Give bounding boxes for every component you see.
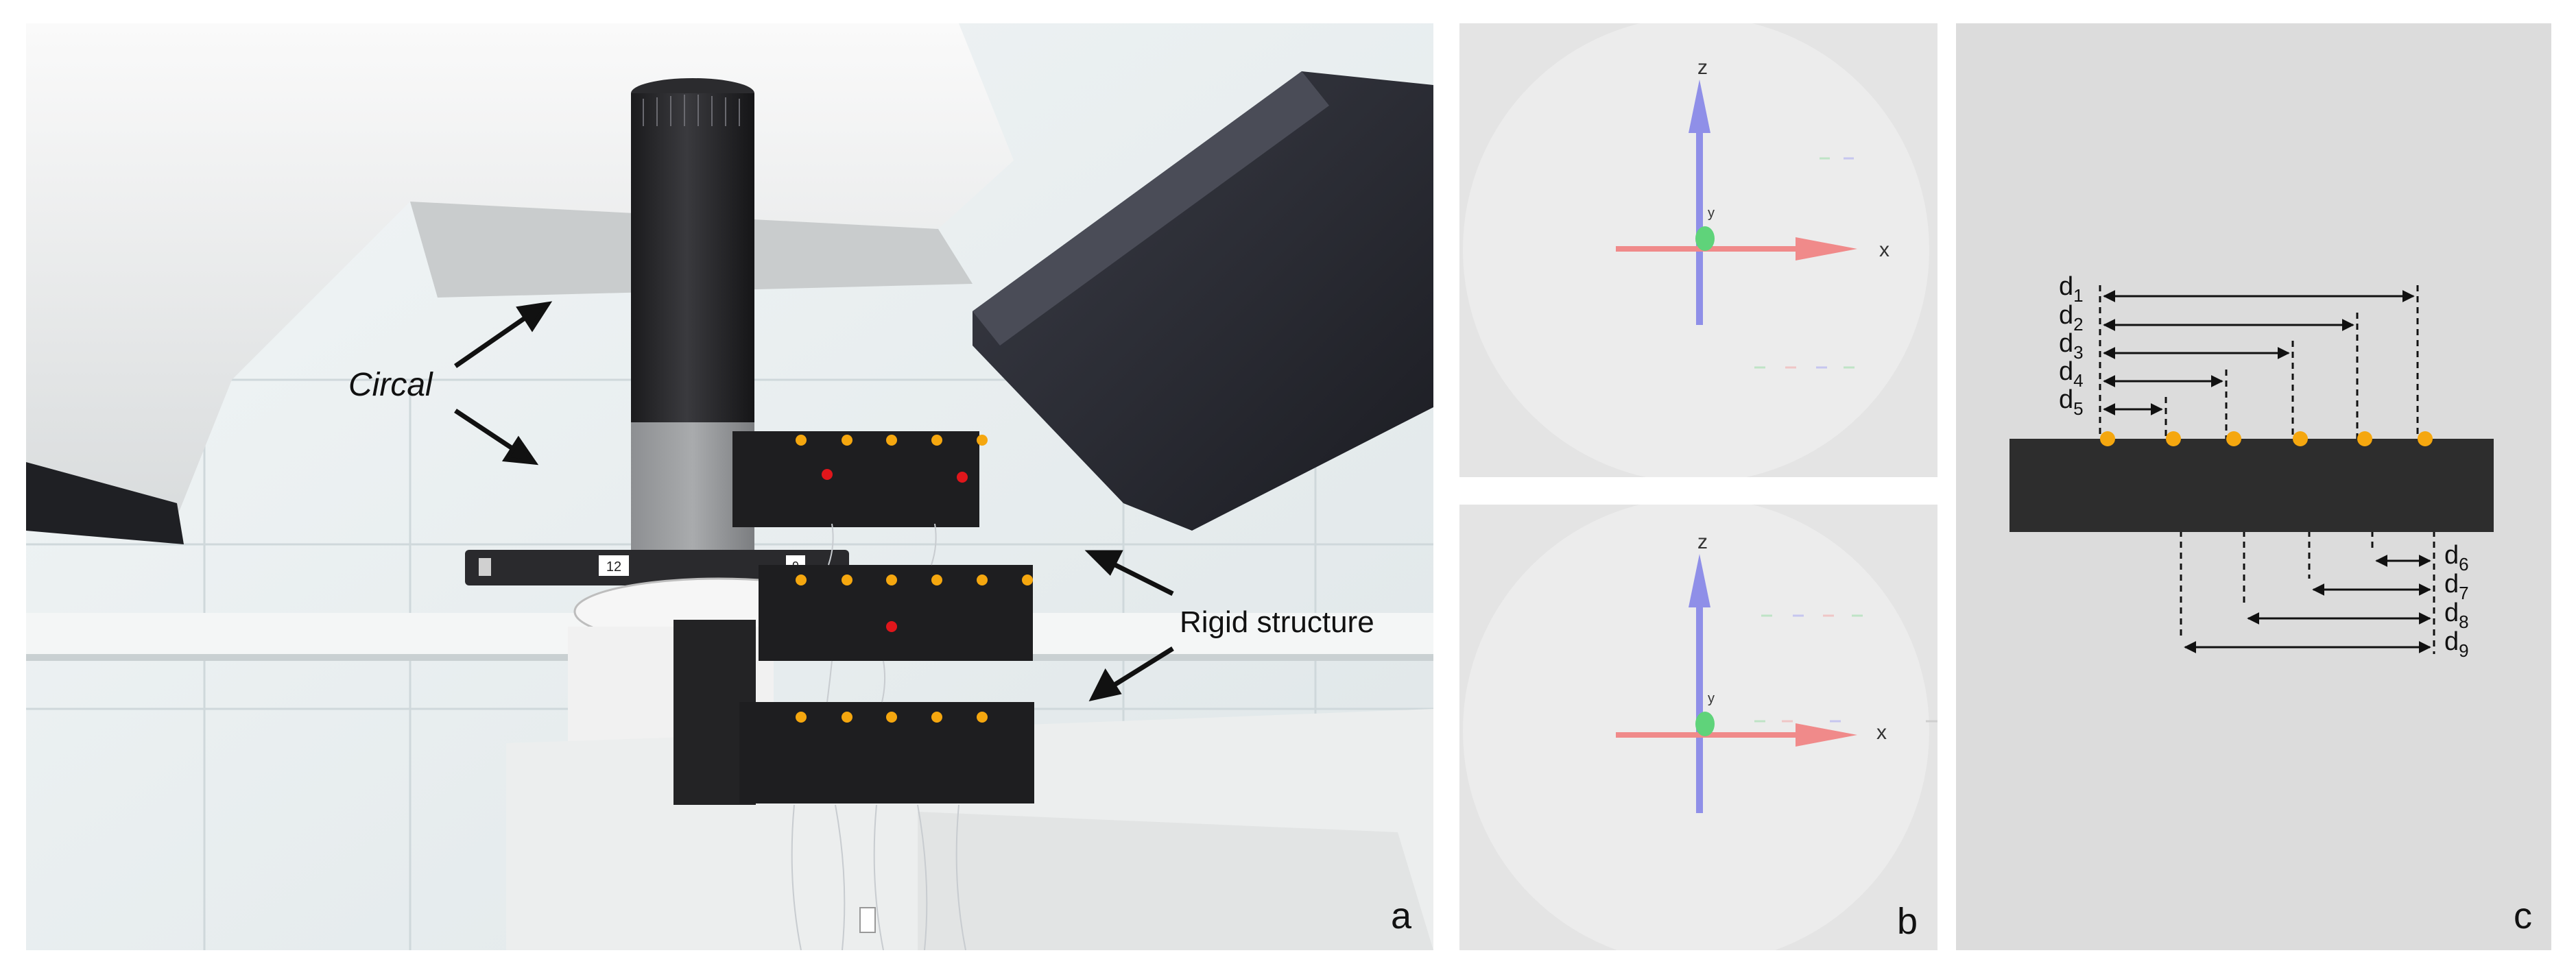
d5-label: d5 (2059, 385, 2084, 419)
x-axis-arrowhead (1796, 723, 1857, 747)
z-axis-arrowhead (1689, 80, 1710, 133)
bottom-distance-arrows (2184, 555, 2431, 653)
target-markers (822, 469, 968, 632)
collimator-cylinder (631, 93, 754, 422)
panel-label-a: a (1391, 895, 1412, 936)
d3-label: d3 (2059, 329, 2084, 363)
panel-label-b: b (1897, 901, 1918, 942)
phantom-block-top (732, 431, 979, 527)
imaging-panel (973, 71, 1433, 531)
panel-c-diagram: d1 d2 d3 d4 d5 d6 d7 d8 d9 c (1956, 23, 2551, 950)
d9-label: d9 (2444, 627, 2469, 661)
panel-b-bottom: z y x b (1459, 505, 1937, 950)
d2-label: d2 (2059, 301, 2084, 335)
top-distance-arrows (2103, 290, 2415, 415)
d7-label: d7 (2444, 570, 2469, 603)
sensor-dots (2100, 431, 2433, 446)
ring-label-12: 12 (606, 559, 621, 575)
panel-b-top: z y x (1459, 23, 1937, 477)
d4-label: d4 (2059, 357, 2084, 391)
linac-gantry (26, 23, 1014, 517)
annotation-arrows (454, 301, 1174, 702)
x-axis-arrowhead (1796, 237, 1857, 261)
photo-illustration: 12 9 (26, 23, 1433, 950)
sensor-wires (791, 523, 966, 950)
sensor-markers (796, 435, 1033, 723)
d6-label: d6 (2444, 541, 2469, 575)
dashed-guides (2099, 285, 2435, 654)
collimator-ring (465, 550, 849, 585)
annotation-rigid-structure: Rigid structure (1180, 605, 1374, 639)
panel-label-c: c (2514, 895, 2532, 936)
y-axis-marker (1695, 226, 1715, 251)
y-axis-marker (1695, 712, 1715, 736)
y-axis-label: y (1708, 691, 1715, 706)
d1-label: d1 (2059, 272, 2084, 306)
d8-label: d8 (2444, 599, 2469, 632)
panel-a-photo: 12 9 (26, 23, 1433, 950)
phantom-block (2009, 439, 2494, 532)
x-axis-label: x (1879, 239, 1889, 261)
z-axis-label: z (1697, 531, 1708, 553)
z-axis-label: z (1697, 56, 1708, 79)
y-axis-label: y (1708, 206, 1715, 221)
x-axis-label: x (1876, 721, 1887, 744)
gantry-edge (26, 462, 184, 544)
z-axis-arrowhead (1689, 554, 1710, 607)
annotation-circal: Circal (348, 367, 433, 403)
